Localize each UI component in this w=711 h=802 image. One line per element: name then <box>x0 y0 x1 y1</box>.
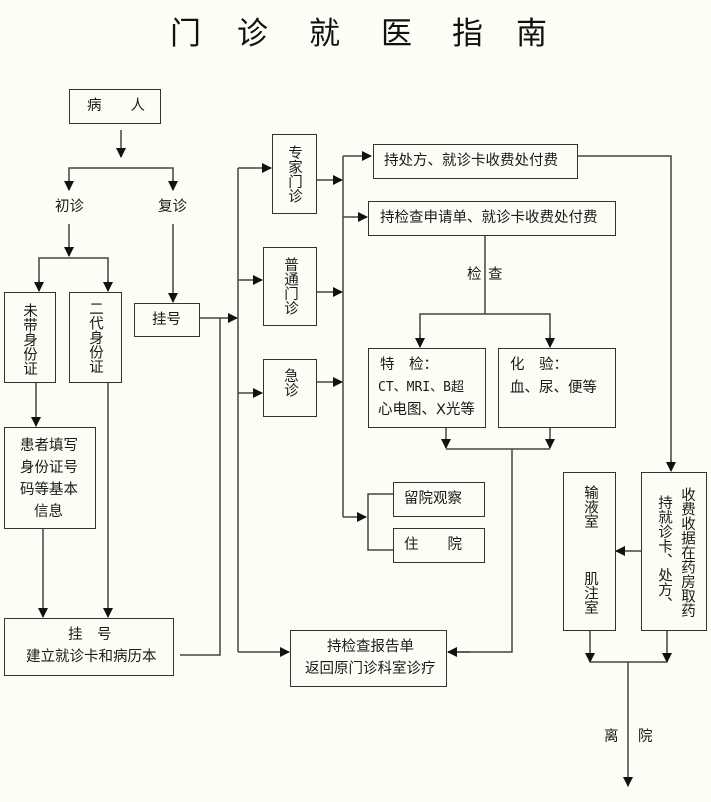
no-id-label: 未带身份证 <box>21 303 37 376</box>
title-char: 医 <box>381 16 412 52</box>
infusion-injection-box: 输液室 肌注室 <box>563 472 616 631</box>
leave-label: 离 <box>604 729 619 745</box>
pharmacy-line: 持就诊卡、处方、 <box>656 495 672 611</box>
pharmacy-box: 收费收据在药房取药 持就诊卡、处方、 <box>641 472 707 631</box>
pay-exam-box: 持检查申请单、就诊卡收费处付费 <box>368 201 616 236</box>
hospitalize-label: 住 院 <box>404 537 462 553</box>
exam-label: 检 <box>467 267 482 283</box>
fill-info-line: 患者填写 <box>20 438 78 454</box>
expert-clinic-box: 专家门诊 <box>272 134 317 214</box>
lab-test-line: 血、尿、便等 <box>510 380 597 396</box>
emergency-label: 急诊 <box>282 368 298 397</box>
fill-info-line: 信息 <box>34 504 63 520</box>
pay-exam-label: 持检查申请单、就诊卡收费处付费 <box>380 210 598 226</box>
infusion-room-label: 输液室 <box>582 485 598 529</box>
register-small-box: 挂号 <box>134 303 200 337</box>
general-clinic-box: 普通门诊 <box>263 247 317 326</box>
first-visit-label: 初诊 <box>55 199 84 215</box>
general-clinic-label: 普通门诊 <box>282 257 298 315</box>
register-big-box: 挂 号 建立就诊卡和病历本 <box>4 618 174 676</box>
return-visit-label: 复诊 <box>158 199 187 215</box>
fill-info-box: 患者填写 身份证号 码等基本 信息 <box>4 427 96 529</box>
report-return-line: 持检查报告单 <box>327 639 414 655</box>
second-gen-id-box: 二代身份证 <box>69 292 122 383</box>
fill-info-line: 身份证号 <box>20 460 78 476</box>
register-small-label: 挂号 <box>152 312 181 328</box>
no-id-box: 未带身份证 <box>4 292 56 383</box>
report-return-box: 持检查报告单 返回原门诊科室诊疗 <box>290 630 447 687</box>
special-exam-line: 特 检： <box>380 357 438 373</box>
pay-prescription-label: 持处方、就诊卡收费处付费 <box>384 153 558 169</box>
patient-box: 病 人 <box>69 89 161 124</box>
expert-clinic-label: 专家门诊 <box>286 145 302 203</box>
leave-label: 院 <box>638 729 653 745</box>
fill-info-line: 码等基本 <box>20 482 78 498</box>
patient-label: 病 人 <box>87 98 145 114</box>
pharmacy-line: 收费收据在药房取药 <box>679 487 695 618</box>
observation-label: 留院观察 <box>404 491 462 507</box>
pay-prescription-box: 持处方、就诊卡收费处付费 <box>373 144 578 179</box>
special-exam-box: 特 检： CT、MRI、B超 心电图、X光等 <box>368 348 486 428</box>
report-return-line: 返回原门诊科室诊疗 <box>305 661 436 677</box>
title-char: 就 <box>309 16 340 52</box>
page-title: 门 诊 就 医 指 南 <box>0 14 711 54</box>
register-big-line: 建立就诊卡和病历本 <box>26 649 157 665</box>
lab-test-box: 化 验： 血、尿、便等 <box>498 348 616 428</box>
injection-room-label: 肌注室 <box>582 571 598 615</box>
title-char: 诊 <box>237 16 268 52</box>
title-char: 门 <box>170 16 201 52</box>
observation-box: 留院观察 <box>393 482 485 517</box>
title-char: 指 <box>452 16 483 52</box>
emergency-box: 急诊 <box>263 359 317 417</box>
split-line <box>68 167 174 190</box>
special-exam-line: CT、MRI、B超 <box>378 380 464 395</box>
exam-label: 查 <box>488 267 503 283</box>
lab-test-line: 化 验： <box>510 357 568 373</box>
special-exam-line: 心电图、X光等 <box>378 402 475 418</box>
register-big-line: 挂 号 <box>68 627 112 643</box>
second-gen-id-label: 二代身份证 <box>87 301 103 374</box>
hospitalize-box: 住 院 <box>393 528 485 563</box>
title-char: 南 <box>516 16 547 52</box>
